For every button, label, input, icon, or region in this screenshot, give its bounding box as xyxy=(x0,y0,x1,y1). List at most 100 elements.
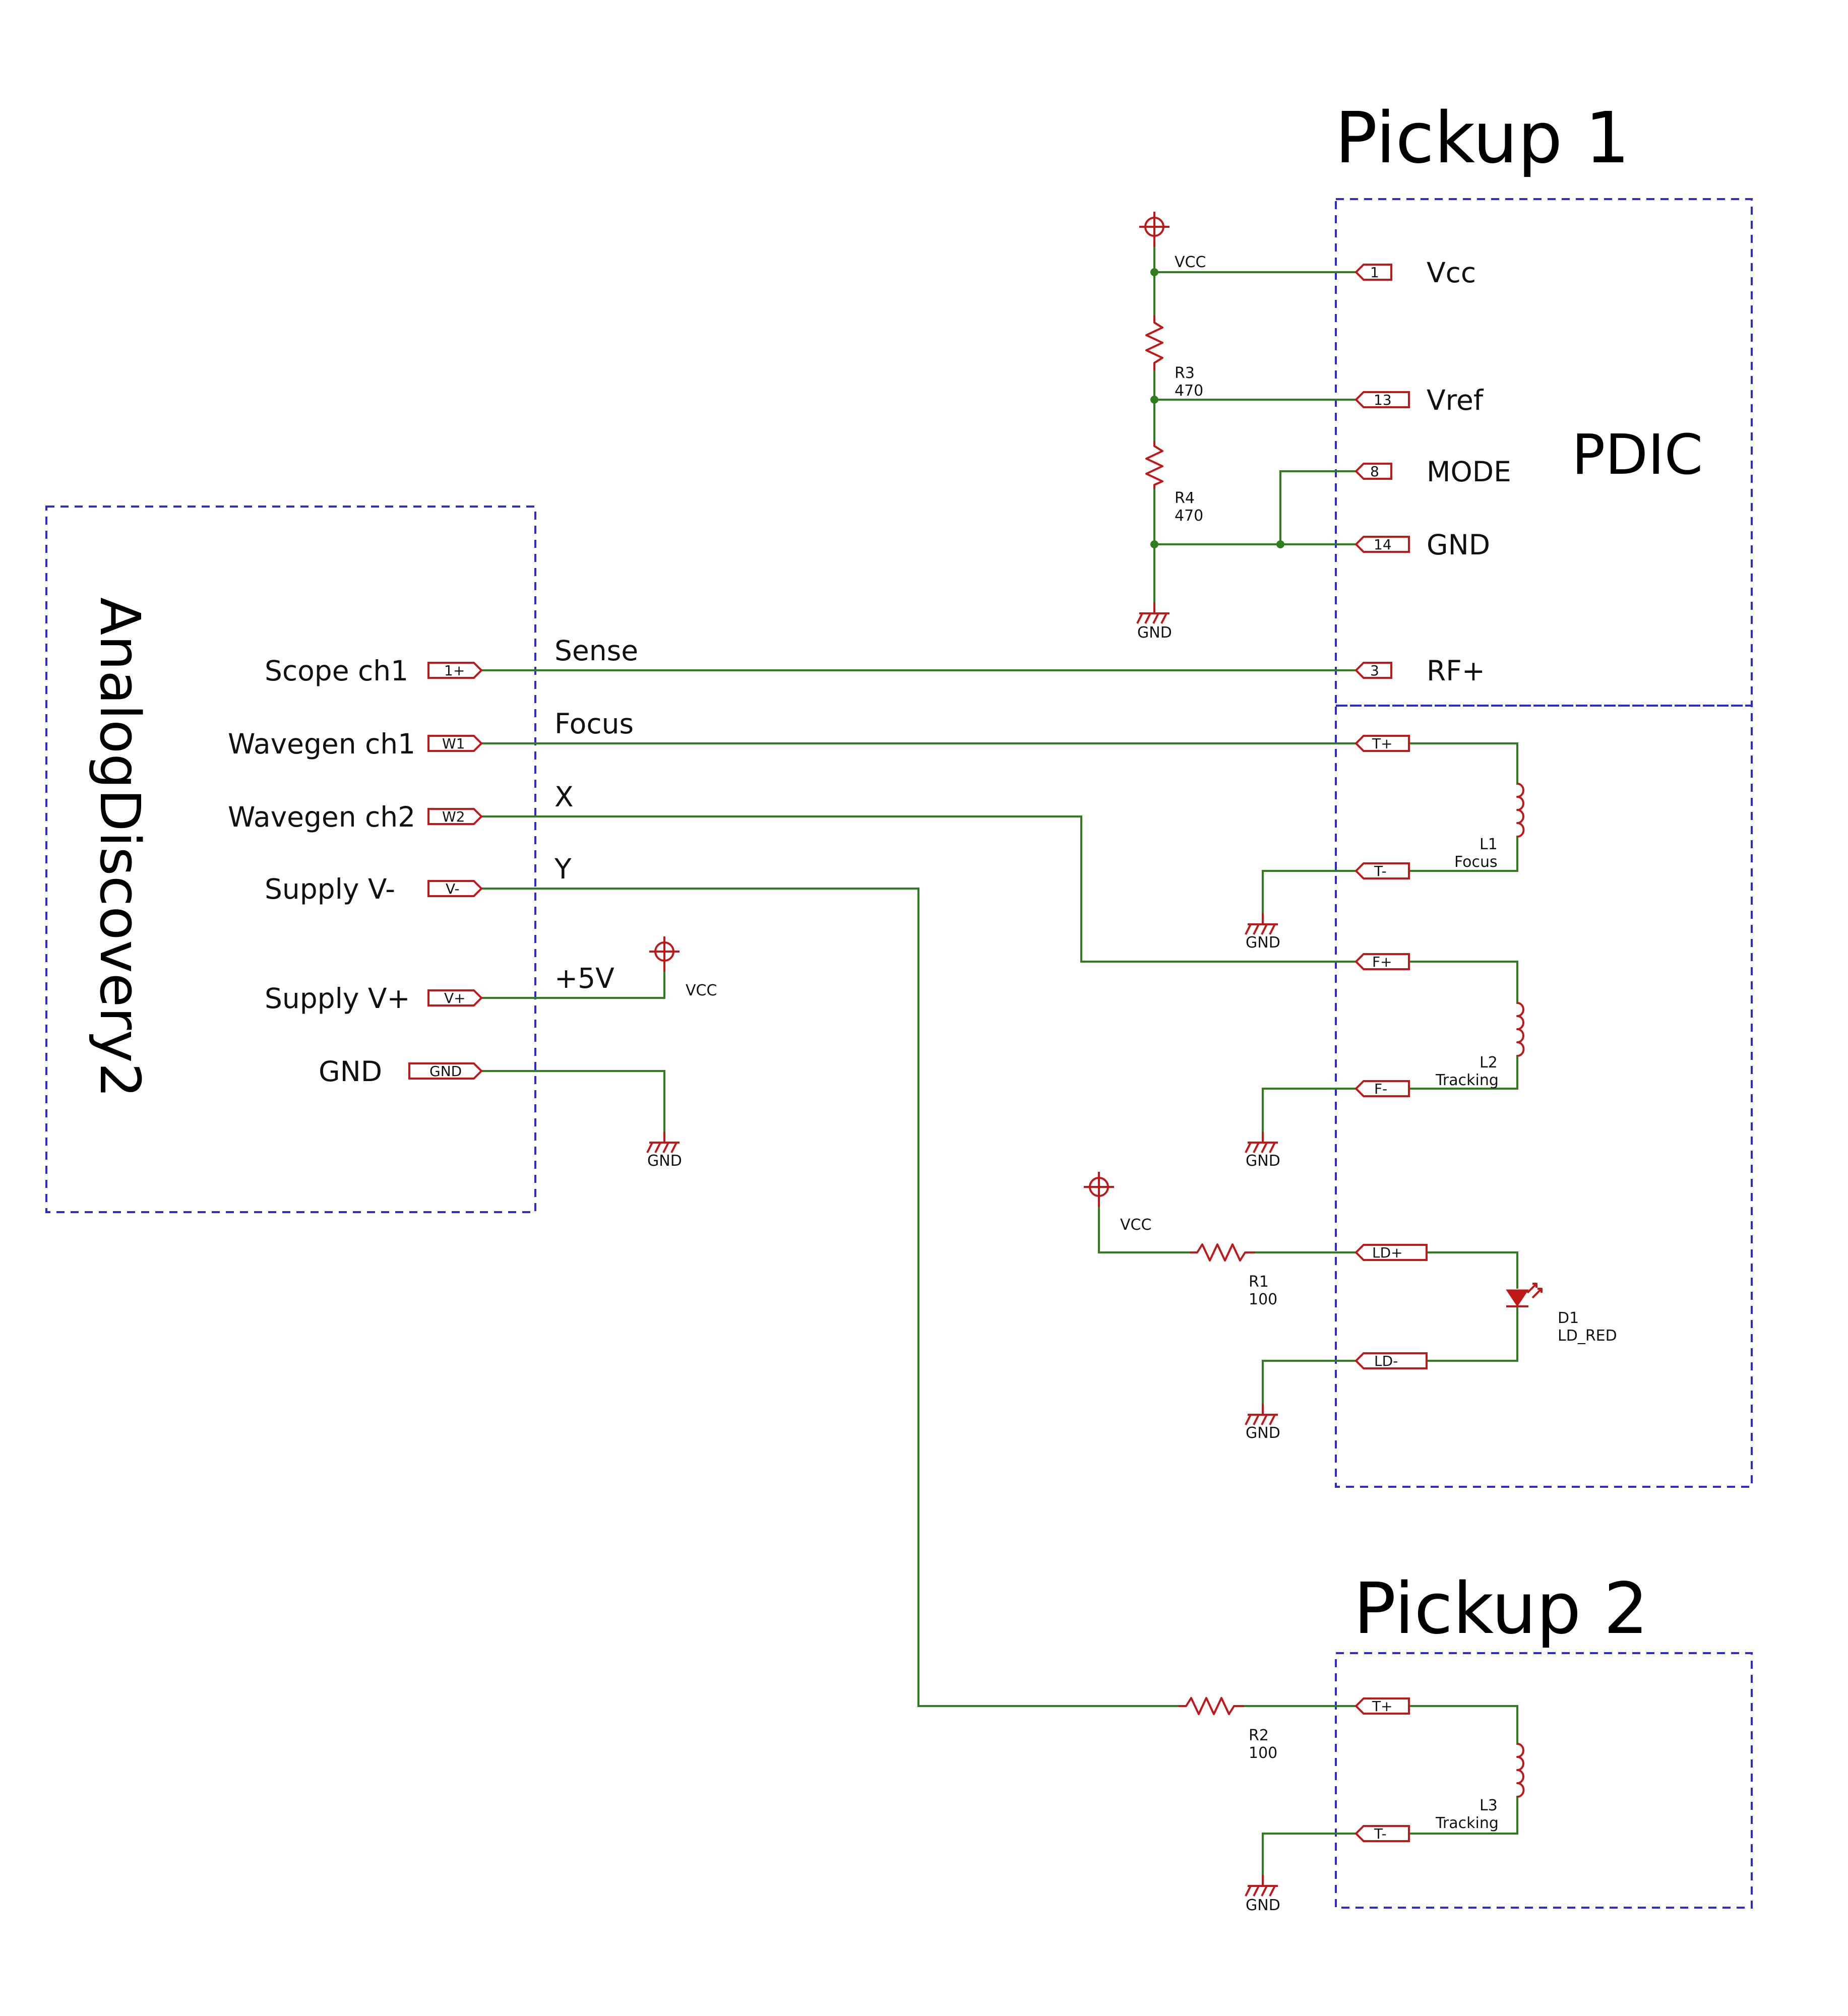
wire-d1-ldminus xyxy=(1408,1307,1518,1362)
port-vminus: V- xyxy=(446,880,460,897)
port-ldplus: LD+ xyxy=(1354,1244,1428,1261)
r2-value: 100 xyxy=(1249,1744,1277,1762)
r2-ref: R2 xyxy=(1249,1727,1269,1744)
svg-text:F+: F+ xyxy=(1372,954,1392,970)
wire-tminus-gnd xyxy=(1262,870,1357,914)
l2-ref: L2 xyxy=(1480,1054,1498,1072)
gnd-symbol-l3 xyxy=(1245,1874,1279,1897)
svg-text:T-: T- xyxy=(1374,863,1387,879)
gnd-symbol-ld xyxy=(1245,1403,1279,1426)
r1-value: 100 xyxy=(1249,1291,1277,1308)
net-label-x: X xyxy=(555,781,574,813)
l2-inductor xyxy=(1516,1002,1525,1057)
pickup2-box xyxy=(1335,1652,1753,1909)
r2-resistor xyxy=(1179,1697,1244,1715)
vcc-symbol-supply xyxy=(648,935,681,973)
svg-text:T+: T+ xyxy=(1372,735,1393,752)
port-fplus: F+ xyxy=(1354,953,1410,970)
wire-mode-pin8 xyxy=(1279,470,1357,545)
analog-pin-gnd: GND GND xyxy=(319,1055,483,1088)
port-1plus: 1+ xyxy=(444,662,465,679)
r3-value: 470 xyxy=(1175,382,1203,400)
pdic-pin-vcc: 1 Vcc xyxy=(1354,257,1476,289)
gnd-label-l3: GND xyxy=(1246,1897,1280,1914)
analog-pin-supply-vplus: V+ Supply V+ xyxy=(265,982,483,1015)
d1-ref: D1 xyxy=(1558,1309,1579,1327)
gnd-symbol-supply xyxy=(646,1130,681,1154)
wire-l1-bottom xyxy=(1408,836,1518,872)
port-vplus: V+ xyxy=(444,990,466,1006)
wire-plus5v xyxy=(480,971,665,999)
pdic-label-mode: MODE xyxy=(1427,456,1511,488)
port-tplus: T+ xyxy=(1354,735,1410,752)
svg-text:LD+: LD+ xyxy=(1372,1244,1403,1261)
junction-vref xyxy=(1150,396,1158,404)
analog-label-supply-vminus: Supply V- xyxy=(265,873,395,905)
port-w2: W2 xyxy=(442,808,465,825)
r1-ref: R1 xyxy=(1249,1273,1269,1291)
pdic-pin-mode: 8 MODE xyxy=(1354,456,1511,488)
gnd-symbol-l1 xyxy=(1245,912,1279,935)
pdic-pin-num-3: 3 xyxy=(1370,662,1379,679)
wire-vcc-r1 xyxy=(1098,1206,1191,1253)
port-gnd: GND xyxy=(429,1063,462,1080)
l1-value: Focus xyxy=(1454,853,1498,871)
port-fminus: F- xyxy=(1354,1080,1410,1097)
vcc-label-pdic: VCC xyxy=(1175,254,1206,271)
gnd-symbol-pdic xyxy=(1136,601,1171,624)
net-label-sense: Sense xyxy=(555,635,638,667)
pickup1-title: Pickup 1 xyxy=(1335,97,1630,179)
pdic-pin-num-13: 13 xyxy=(1374,392,1392,408)
analog-pin-wavegen-ch2: W2 Wavegen ch2 xyxy=(228,801,483,833)
net-label-focus: Focus xyxy=(555,708,634,740)
d1-laser-diode xyxy=(1506,1283,1543,1307)
pdic-label-vcc: Vcc xyxy=(1427,257,1476,289)
svg-text:T-: T- xyxy=(1374,1825,1387,1842)
junction-vcc xyxy=(1150,268,1158,276)
pdic-title: PDIC xyxy=(1572,422,1703,487)
vcc-symbol-ld xyxy=(1083,1171,1115,1208)
pdic-pin-num-1: 1 xyxy=(1370,264,1379,281)
l2-value: Tracking xyxy=(1435,1072,1499,1089)
gnd-label-supply: GND xyxy=(647,1152,682,1170)
gnd-label-l2: GND xyxy=(1246,1152,1280,1170)
wire-x xyxy=(480,815,1357,963)
pdic-label-gnd: GND xyxy=(1427,529,1490,561)
r3-resistor xyxy=(1145,315,1163,370)
wire-l2-top xyxy=(1408,961,1518,1004)
l3-ref: L3 xyxy=(1480,1797,1498,1814)
l3-inductor xyxy=(1516,1743,1525,1798)
analog-label-scope-ch1: Scope ch1 xyxy=(265,655,408,687)
net-label-plus5v: +5V xyxy=(555,962,614,994)
l3-value: Tracking xyxy=(1435,1814,1499,1832)
svg-text:LD-: LD- xyxy=(1374,1353,1398,1369)
analog-label-wavegen-ch2: Wavegen ch2 xyxy=(228,801,415,833)
r4-value: 470 xyxy=(1175,507,1203,525)
wire-l3-top xyxy=(1408,1705,1518,1745)
pdic-pin-gnd: 14 GND xyxy=(1354,529,1490,561)
wire-l2-bottom xyxy=(1408,1055,1518,1090)
d1-value: LD_RED xyxy=(1558,1327,1617,1345)
wire-p2-tminus-gnd xyxy=(1262,1833,1357,1876)
gnd-symbol-l2 xyxy=(1245,1130,1279,1154)
pdic-pin-vref: 13 Vref xyxy=(1354,384,1484,416)
r4-ref: R4 xyxy=(1175,489,1195,507)
pdic-pin-num-14: 14 xyxy=(1374,536,1392,553)
r4-resistor xyxy=(1145,441,1163,489)
wire-y xyxy=(480,888,1180,1707)
gnd-label-pdic: GND xyxy=(1137,624,1172,642)
analog-pin-supply-vminus: V- Supply V- xyxy=(265,873,483,905)
analog-discovery-title: AnalogDiscovery2 xyxy=(88,597,152,1098)
wire-ldplus-d1 xyxy=(1408,1251,1518,1289)
analog-pin-scope-ch1: 1+ Scope ch1 xyxy=(265,655,483,687)
wire-fminus-gnd xyxy=(1262,1088,1357,1132)
analog-pin-wavegen-ch1: W1 Wavegen ch1 xyxy=(228,728,483,760)
junction-gnd-left xyxy=(1150,540,1158,548)
svg-text:F-: F- xyxy=(1374,1081,1387,1097)
port-tminus: T- xyxy=(1354,862,1410,879)
vcc-label-ld: VCC xyxy=(1120,1216,1151,1234)
port-w1: W1 xyxy=(442,735,465,752)
wire-gnd xyxy=(480,1070,665,1132)
port-ldminus: LD- xyxy=(1354,1352,1428,1369)
